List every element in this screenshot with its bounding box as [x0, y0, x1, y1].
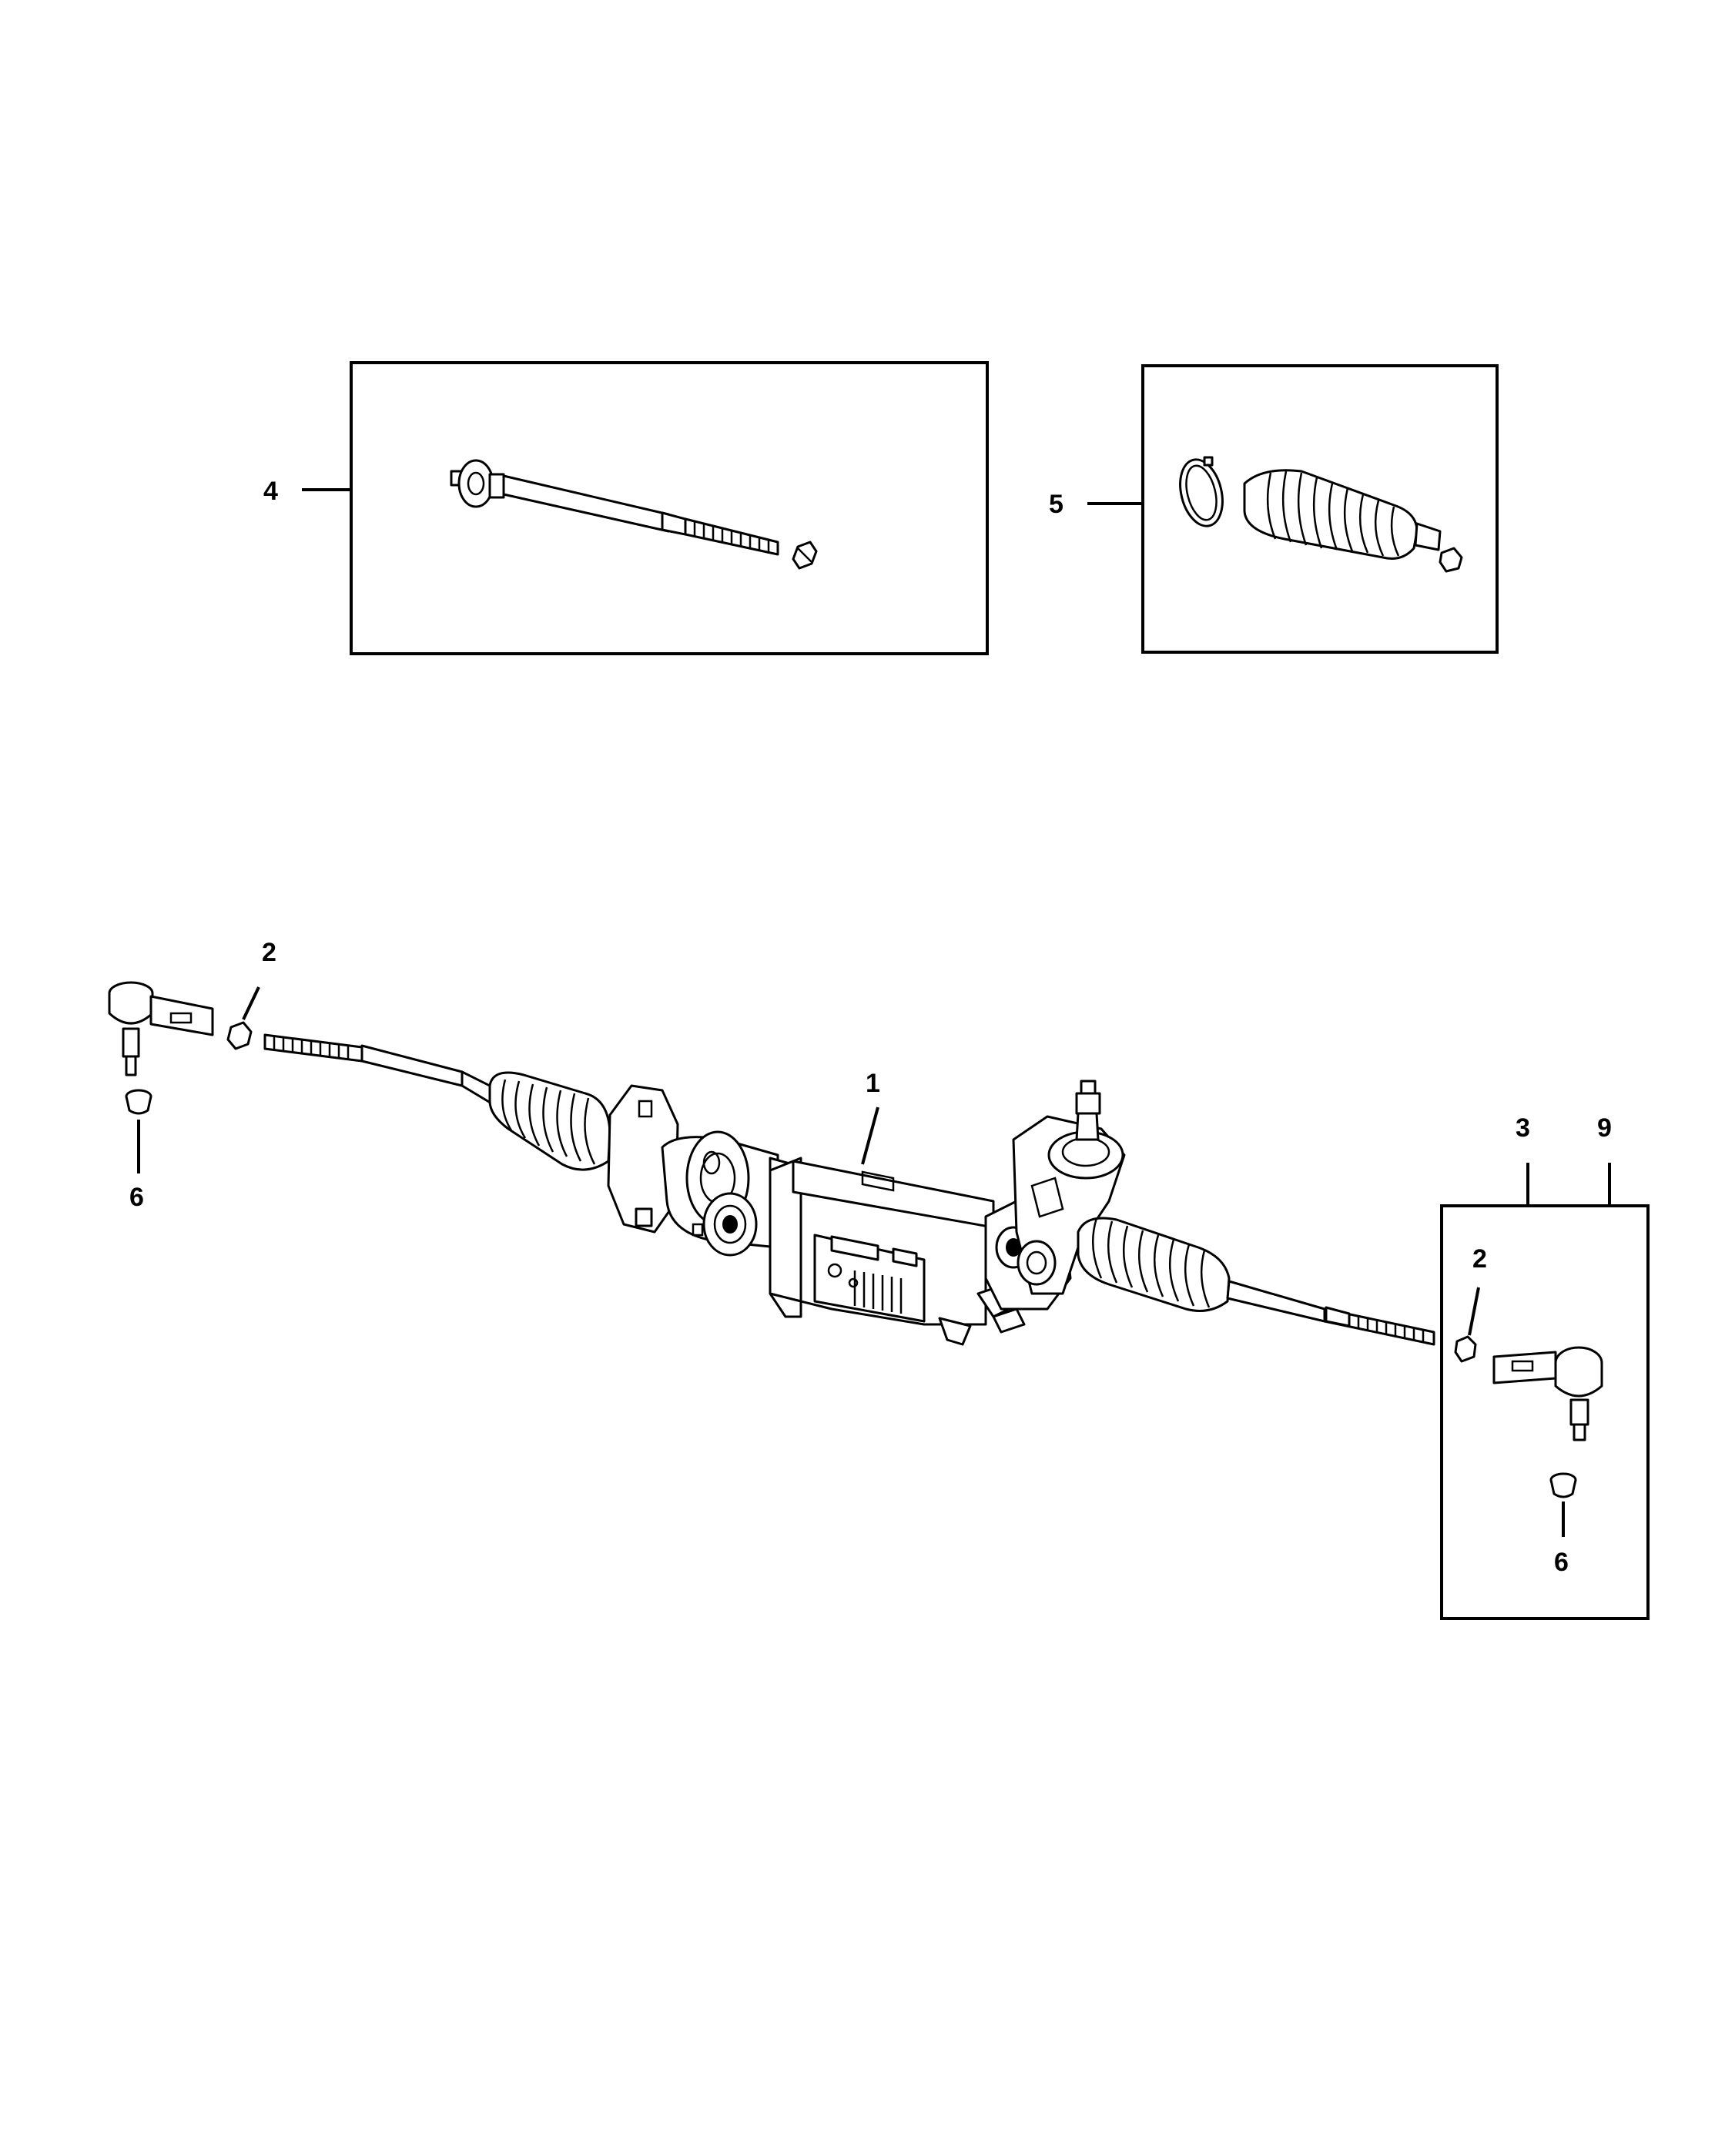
- tie-rod-end-left: [108, 981, 214, 1076]
- callout-2-right[interactable]: 2: [1472, 1244, 1487, 1274]
- left-tie-rod-shaft: [263, 1033, 494, 1106]
- callout-5[interactable]: 5: [1049, 490, 1063, 519]
- callout-9[interactable]: 9: [1597, 1113, 1612, 1143]
- inner-tie-rod-part: [450, 459, 818, 570]
- boot-kit-panel: 5: [1049, 364, 1499, 654]
- callout-6-left[interactable]: 6: [129, 1183, 144, 1212]
- cotter-left: [125, 1089, 152, 1115]
- right-tie-rod-shaft: [1226, 1280, 1435, 1346]
- inner-tie-rod-frame: [350, 361, 989, 655]
- cotter-right: [1549, 1472, 1577, 1498]
- callout-2-left-leader: [242, 986, 260, 1020]
- pinion-housing: [992, 1080, 1126, 1334]
- tie-rod-end-panel: 3 9 2 6: [1440, 1113, 1650, 1620]
- callout-3[interactable]: 3: [1516, 1113, 1530, 1143]
- left-boot: [488, 1071, 611, 1171]
- callout-6-right[interactable]: 6: [1554, 1548, 1569, 1577]
- callout-4[interactable]: 4: [263, 477, 278, 506]
- rack-housing: [607, 1084, 1072, 1346]
- tie-rod-end-right: [1492, 1346, 1603, 1441]
- callout-2-right-leader: [1468, 1287, 1480, 1336]
- nut-right: [1454, 1335, 1477, 1363]
- nut-left: [226, 1021, 253, 1050]
- right-boot: [1077, 1217, 1231, 1312]
- boot-kit-frame: [1141, 364, 1499, 654]
- boot-kit-part: [1179, 456, 1463, 573]
- callout-1-leader: [861, 1106, 879, 1165]
- inner-tie-rod-panel: 4: [263, 361, 989, 655]
- tie-rod-end-frame: [1440, 1204, 1650, 1620]
- callout-2-left[interactable]: 2: [262, 938, 276, 967]
- callout-1[interactable]: 1: [866, 1069, 880, 1098]
